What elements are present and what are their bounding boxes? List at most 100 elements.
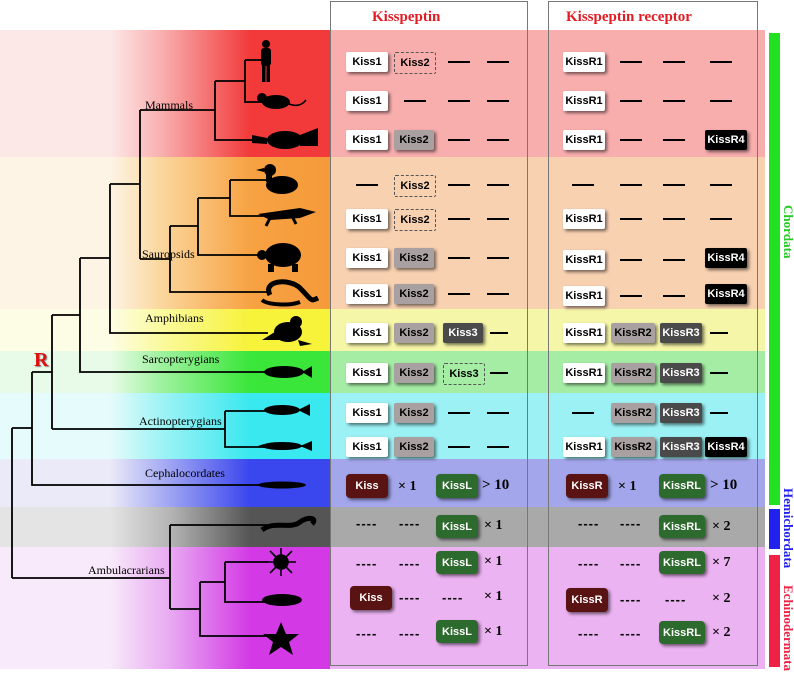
kissl-box: KissL: [436, 551, 478, 574]
snake-icon: [260, 279, 320, 307]
absent-dash: [487, 139, 509, 141]
duck-icon: [256, 164, 298, 194]
absent-dotted: ----: [399, 590, 421, 605]
absent-dash: [487, 218, 509, 220]
copy-count: × 2: [712, 625, 731, 640]
kissr3-box: KissR3: [660, 437, 702, 457]
kissr1-box: KissR1: [563, 363, 605, 383]
absent-dash: [710, 332, 728, 334]
absent-dash: [710, 100, 732, 102]
animal-silhouettes: [252, 40, 320, 655]
absent-dotted: ----: [578, 516, 600, 531]
absent-dash: [620, 184, 642, 186]
taxon-amphibians: Amphibians: [145, 311, 204, 325]
kiss3-box: Kiss3: [443, 363, 485, 385]
absent-dash: [620, 295, 642, 297]
absent-dotted: ----: [578, 556, 600, 571]
ligand-header: Kisspeptin: [372, 9, 441, 25]
kiss1-box: Kiss1: [346, 437, 388, 457]
kiss1-box: Kiss1: [346, 91, 388, 111]
human-icon: [261, 40, 271, 82]
mouse-icon: [257, 93, 307, 109]
absent-dotted: ----: [665, 592, 687, 607]
absent-dash: [448, 218, 470, 220]
frog-icon: [262, 316, 312, 346]
absent-dash: [620, 259, 642, 261]
absent-dash: [448, 100, 470, 102]
kiss1-box: Kiss1: [346, 130, 388, 150]
absent-dash: [448, 257, 470, 259]
receptor-header: Kisspeptin receptor: [566, 9, 692, 25]
gar-icon: [258, 441, 312, 451]
absent-dotted: ----: [442, 590, 464, 605]
kissrl-box: KissRL: [659, 515, 705, 538]
absent-dash: [663, 61, 685, 63]
kissr2-box: KissR2: [611, 437, 655, 457]
kissrl-box: KissRL: [659, 551, 705, 574]
sea-cucumber-icon: [262, 594, 302, 606]
absent-dash: [663, 259, 685, 261]
kiss2-box: Kiss2: [394, 175, 436, 197]
kissl-box: KissL: [436, 474, 478, 498]
kissr4-box: KissR4: [705, 437, 747, 457]
chordata-bar: [769, 33, 780, 505]
absent-dotted: ----: [356, 556, 378, 571]
phylogenetic-tree: [11, 59, 268, 637]
platypus-icon: [252, 128, 318, 149]
kiss1-box: Kiss1: [346, 209, 388, 229]
absent-dash: [448, 139, 470, 141]
kissr1-box: KissR1: [563, 91, 605, 111]
kiss1-box: Kiss1: [346, 248, 388, 268]
taxon-mammals: Mammals: [145, 98, 193, 112]
absent-dotted: ----: [399, 516, 421, 531]
absent-dash: [487, 293, 509, 295]
copy-count: × 1: [484, 589, 503, 604]
absent-dash: [710, 61, 732, 63]
kiss-box: Kiss: [346, 474, 388, 498]
copy-count: × 1: [484, 554, 503, 569]
copy-count: > 10: [482, 477, 510, 493]
absent-dash: [487, 100, 509, 102]
ligand-panel: [330, 1, 528, 666]
echinodermata-label: Echinodermata: [781, 585, 794, 671]
kissrl-box: KissRL: [659, 621, 705, 644]
kissr4-box: KissR4: [705, 130, 747, 150]
absent-dash: [663, 184, 685, 186]
absent-dash: [490, 372, 508, 374]
kissr1-box: KissR1: [563, 250, 605, 270]
absent-dash: [448, 446, 470, 448]
absent-dash: [710, 372, 728, 374]
absent-dash: [710, 184, 732, 186]
coelacanth-icon: [264, 366, 312, 378]
absent-dash: [620, 100, 642, 102]
absent-dotted: ----: [356, 516, 378, 531]
kissr3-box: KissR3: [660, 323, 702, 343]
amphioxus-icon: [258, 481, 306, 489]
hemichordata-bar: [769, 509, 780, 549]
kissr2-box: KissR2: [611, 323, 655, 343]
crocodile-icon: [258, 208, 316, 227]
copy-count: × 1: [618, 479, 637, 494]
absent-dotted: ----: [620, 516, 642, 531]
kissr-box: KissR: [566, 474, 608, 498]
absent-dash: [710, 412, 728, 414]
copy-count: × 1: [484, 624, 503, 639]
absent-dotted: ----: [578, 626, 600, 641]
kissr2-box: KissR2: [611, 363, 655, 383]
kissr2-box: KissR2: [611, 403, 655, 423]
absent-dash: [663, 218, 685, 220]
kiss1-box: Kiss1: [346, 403, 388, 423]
kiss2-box: Kiss2: [394, 403, 434, 423]
root-label: R: [34, 349, 49, 371]
kiss1-box: Kiss1: [346, 323, 388, 343]
kissr1-box: KissR1: [563, 130, 605, 150]
absent-dash: [404, 100, 426, 102]
kiss2-box: Kiss2: [394, 437, 434, 457]
absent-dash: [663, 139, 685, 141]
absent-dotted: ----: [399, 626, 421, 641]
hemichordata-label: Hemichordata: [781, 488, 794, 569]
absent-dash: [620, 61, 642, 63]
absent-dash: [448, 412, 470, 414]
copy-count: × 1: [398, 479, 417, 494]
kissr1-box: KissR1: [563, 286, 605, 306]
